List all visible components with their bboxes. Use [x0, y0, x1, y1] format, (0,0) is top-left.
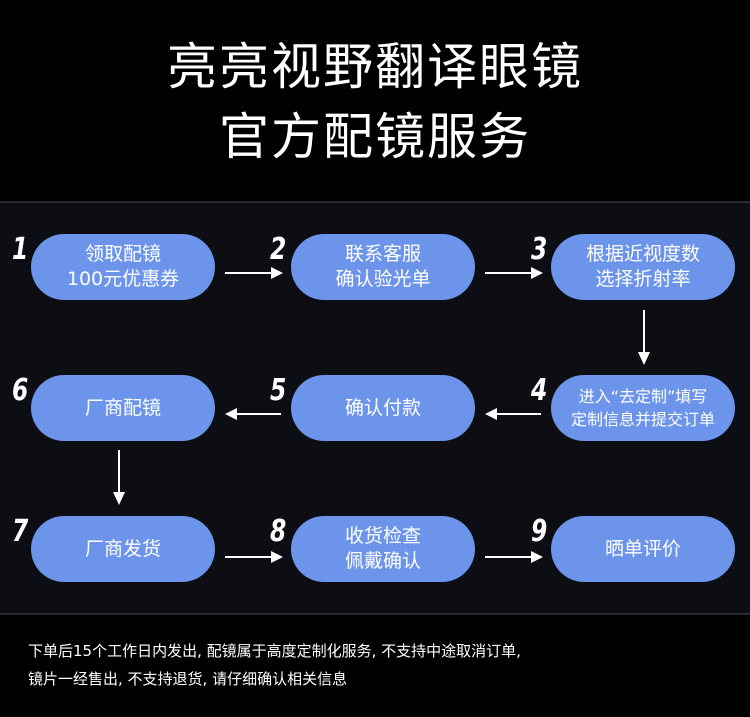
arrow-right-icon [485, 551, 543, 563]
arrow-right-icon [485, 267, 543, 279]
step-1-line-2: 100元优惠券 [66, 268, 180, 290]
step-number-1: 1 [12, 232, 29, 267]
title-line-2: 官方配镜服务 [219, 108, 531, 166]
step-number-6: 6 [12, 373, 29, 408]
step-3-line-2: 选择折射率 [595, 268, 691, 290]
step-number-5: 5 [270, 373, 287, 408]
step-6-line-1: 厂商配镜 [84, 396, 161, 419]
step-4-pill: 进入“去定制”填写 定制信息并提交订单 [551, 375, 735, 441]
arrow-right-icon [225, 267, 283, 279]
step-4-line-1: 进入“去定制”填写 [578, 387, 708, 406]
step-3-line-1: 根据近视度数 [585, 243, 700, 265]
title-line-1: 亮亮视野翻译眼镜 [167, 38, 583, 96]
step-9-pill: 晒单评价 [551, 516, 735, 582]
arrow-down-icon [638, 310, 650, 365]
arrow-left-icon [485, 408, 541, 420]
step-5-pill: 确认付款 [291, 375, 475, 441]
footer-note-line-1: 下单后15个工作日内发出, 配镜属于高度定制化服务, 不支持中途取消订单, [28, 642, 521, 660]
step-8-pill: 收货检查 佩戴确认 [291, 516, 475, 582]
arrow-left-icon [225, 408, 281, 420]
step-2-line-1: 联系客服 [344, 243, 421, 265]
step-6-pill: 厂商配镜 [31, 375, 215, 441]
step-2-line-2: 确认验光单 [335, 268, 431, 290]
step-number-4: 4 [531, 373, 548, 408]
step-4-line-2: 定制信息并提交订单 [570, 410, 715, 429]
step-8-line-1: 收货检查 [344, 525, 421, 547]
step-3-pill: 根据近视度数 选择折射率 [551, 234, 735, 300]
step-number-8: 8 [270, 514, 287, 549]
step-number-2: 2 [270, 232, 287, 267]
footer-note: 下单后15个工作日内发出, 配镜属于高度定制化服务, 不支持中途取消订单, 镜片… [28, 637, 521, 693]
step-1-line-1: 领取配镜 [84, 243, 161, 265]
step-number-9: 9 [531, 514, 548, 549]
step-number-7: 7 [12, 514, 29, 549]
step-7-line-1: 厂商发货 [84, 537, 161, 560]
step-1-pill: 领取配镜 100元优惠券 [31, 234, 215, 300]
step-2-pill: 联系客服 确认验光单 [291, 234, 475, 300]
step-7-pill: 厂商发货 [31, 516, 215, 582]
arrow-right-icon [225, 551, 283, 563]
step-5-line-1: 确认付款 [344, 396, 421, 419]
step-8-line-2: 佩戴确认 [344, 550, 421, 572]
step-number-3: 3 [531, 232, 548, 267]
step-9-line-1: 晒单评价 [604, 537, 681, 560]
arrow-down-icon [113, 450, 125, 505]
footer-note-line-2: 镜片一经售出, 不支持退货, 请仔细确认相关信息 [28, 670, 348, 688]
